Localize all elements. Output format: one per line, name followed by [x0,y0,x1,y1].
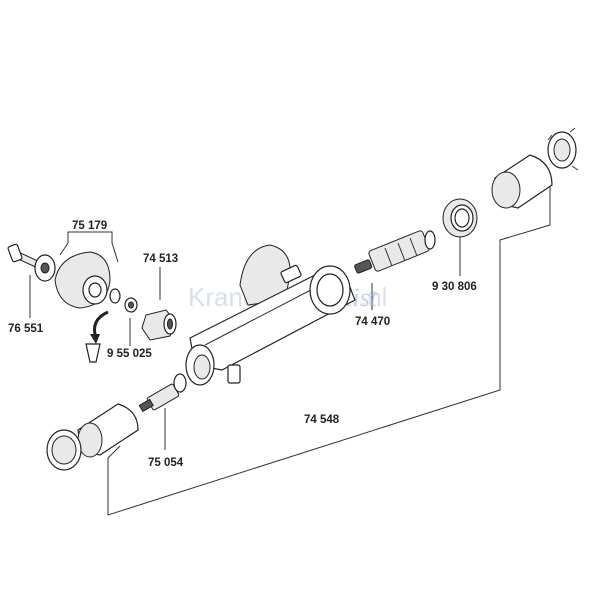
label-75179: 75 179 [72,220,107,232]
part-left-handle [46,403,139,471]
watermark-part3: .nl [360,282,387,312]
bracket-75179 [67,231,113,243]
label-930806: 9 30 806 [432,281,477,293]
part-74548-body [185,244,356,386]
part-75179-rosette [54,251,111,309]
label-955025: 9 55 025 [107,348,152,360]
part-955025-filter [85,310,109,363]
label-74513: 74 513 [143,253,178,265]
part-75054-cartridge [138,373,187,413]
part-right-handle [491,127,579,209]
label-74470: 74 470 [355,316,390,328]
part-74470-cartridge [354,230,436,274]
part-labels: 75 179 76 551 74 513 9 55 025 75 054 74 … [8,220,477,469]
label-75054: 75 054 [148,457,184,469]
label-74548: 74 548 [304,414,340,426]
part-930806-ring [442,198,478,238]
part-74513-nut [141,309,177,341]
part-ring [109,288,138,313]
label-76551: 76 551 [8,323,44,335]
part-76551-elbow [7,243,56,282]
bracket-74548 [107,224,551,516]
